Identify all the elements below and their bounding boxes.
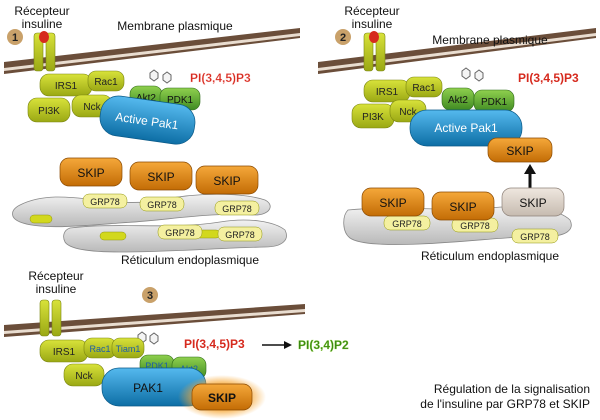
skip-label: SKIP [506, 144, 533, 158]
akt2-label: Akt2 [448, 95, 468, 106]
receptor-label-line1: Récepteur [28, 269, 83, 283]
active-pak1-protein [99, 95, 196, 145]
pdk1-label: PDK1 [167, 95, 194, 106]
receptor-label-line2: insuline [352, 17, 393, 31]
plasma-membrane-inner [318, 33, 596, 71]
skip-protein-recruited [487, 137, 553, 163]
active-pak1-label: Active Pak1 [434, 121, 498, 135]
pi3k-label: PI3K [362, 112, 384, 123]
er-label: Réticulum endoplasmique [121, 253, 259, 267]
skip-label: SKIP [519, 196, 546, 210]
grp78-protein [217, 226, 263, 242]
panel-2: 2 Récepteur insuline Membrane plasmique … [318, 4, 596, 263]
arrow-up-icon [524, 164, 536, 188]
skip-label: SKIP [379, 196, 406, 210]
pip3-lipid-icon [149, 69, 172, 84]
skip-protein-released [501, 187, 565, 217]
pi3k-protein [27, 97, 71, 123]
membrane-label: Membrane plasmique [117, 19, 233, 33]
nck-protein [63, 363, 105, 387]
membrane-label: Membrane plasmique [432, 33, 548, 47]
rac1-protein [87, 70, 125, 92]
panel-number-badge [142, 287, 158, 303]
panel-1: 1 Récepteur insuline Membrane plasmique … [4, 4, 300, 267]
nck-label: Nck [75, 371, 93, 382]
pip3-label: PI(3,4,5)P3 [518, 71, 579, 85]
skip-protein [361, 187, 425, 217]
insulin-receptor [363, 31, 386, 72]
grp78-protein [157, 224, 203, 240]
grp78-label: GRP78 [392, 219, 422, 229]
panel-3: 3 Récepteur insuline PI(3,4,5)P3 PI(3,4)… [4, 269, 349, 419]
pip3-label: PI(3,4,5)P3 [190, 71, 251, 85]
grp78-label: GRP78 [225, 230, 255, 240]
panel-number-badge [335, 29, 351, 45]
grp78-protein [214, 200, 260, 216]
rac1-label: Rac1 [412, 83, 436, 94]
rac1-label: Rac1 [94, 77, 118, 88]
er-luminal-proteins [29, 214, 221, 241]
insulin-receptor [39, 299, 62, 337]
pdk1-label: PDK1 [481, 97, 508, 108]
skip-protein [59, 157, 123, 187]
active-pak1-protein [409, 109, 523, 147]
irs1-label: IRS1 [53, 347, 76, 358]
receptor-label-line2: insuline [36, 282, 77, 296]
skip-protein [195, 165, 259, 195]
pi3k-label: PI3K [38, 106, 60, 117]
nck-label: Nck [399, 107, 417, 118]
irs1-label: IRS1 [55, 81, 78, 92]
plasma-membrane-inner [4, 33, 300, 71]
grp78-label: GRP78 [165, 228, 195, 238]
nck-label: Nck [83, 102, 101, 113]
grp78-label: GRP78 [222, 204, 252, 214]
panel-number-badge [7, 29, 23, 45]
akt2-label: Akt2 [136, 93, 156, 104]
grp78-protein [139, 196, 185, 212]
tiam1-protein [111, 337, 145, 359]
receptor-label-line1: Récepteur [14, 4, 69, 18]
skip-label: SKIP [449, 200, 476, 214]
grp78-protein [511, 228, 559, 244]
grp78-label: GRP78 [147, 200, 177, 210]
skip-protein [431, 191, 495, 221]
pip3-lipid-icon [461, 67, 484, 82]
receptor-label-line1: Récepteur [344, 4, 399, 18]
tiam1-label: Tiam1 [116, 344, 141, 354]
panel-number: 1 [12, 32, 18, 44]
grp78-label: GRP78 [460, 221, 490, 231]
plasma-membrane-inner [4, 309, 305, 334]
rac1-label: Rac1 [89, 344, 110, 354]
panel-number: 2 [340, 32, 346, 44]
skip-label: SKIP [213, 174, 240, 188]
panel-number: 3 [147, 290, 153, 302]
pdk1-label: PDK1 [145, 361, 169, 371]
skip-label: SKIP [77, 166, 104, 180]
skip-label: SKIP [208, 391, 236, 405]
receptor-label-line2: insuline [22, 17, 63, 31]
skip-protein [191, 383, 253, 411]
grp78-protein [82, 193, 128, 209]
rac1-protein [405, 76, 443, 98]
caption-line2: de l'insuline par GRP78 et SKIP [420, 397, 590, 411]
er-label: Réticulum endoplasmique [421, 249, 559, 263]
grp78-label: GRP78 [520, 232, 550, 242]
arrow-right-icon [262, 341, 292, 349]
insulin-receptor [33, 31, 56, 72]
grp78-label: GRP78 [90, 197, 120, 207]
irs1-label: IRS1 [376, 87, 399, 98]
skip-label: SKIP [147, 170, 174, 184]
pak1-label: PAK1 [133, 381, 163, 395]
pip2-label: PI(3,4)P2 [298, 338, 349, 352]
pip3-label: PI(3,4,5)P3 [184, 337, 245, 351]
caption-line1: Régulation de la signalisation [434, 382, 590, 396]
skip-protein [129, 161, 193, 191]
